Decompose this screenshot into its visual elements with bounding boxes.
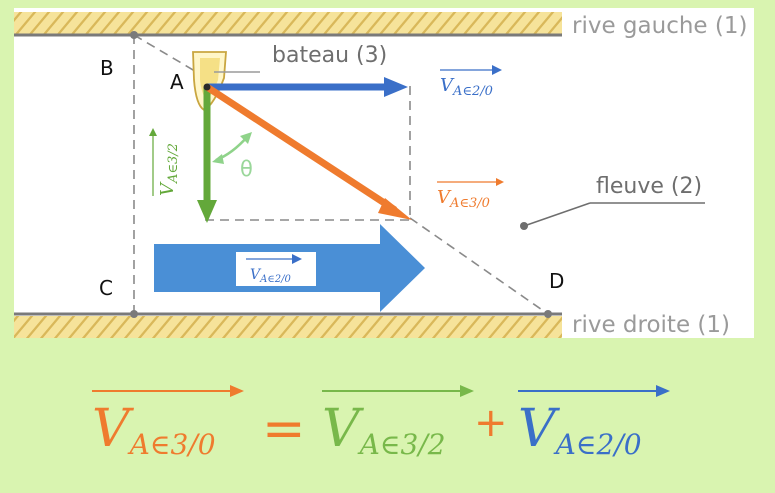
bateau-label: bateau (3) [272, 43, 387, 68]
bank-left-hatch [14, 12, 562, 34]
label-v-a30-symbol: V [437, 187, 452, 208]
eq-term1-symbol: V [322, 399, 364, 459]
theta-arrow-b [240, 132, 252, 144]
eq-equals: = [262, 399, 306, 459]
label-v-a32-subscript: A∈3/2 [166, 143, 181, 184]
vector-v-a32 [197, 87, 217, 223]
fleuve-dot [520, 222, 528, 230]
label-v-a30-subscript: A∈3/0 [449, 196, 490, 211]
svg-text:VA∈2/0: VA∈2/0 [440, 75, 493, 99]
eq-plus: + [474, 400, 508, 446]
point-c-dot [130, 310, 138, 318]
current-label-symbol: V [250, 267, 262, 283]
label-v-a30: VA∈3/0 [437, 178, 504, 211]
label-v-a20: VA∈2/0 [440, 65, 502, 99]
rive-droite-label: rive droite (1) [572, 312, 730, 338]
eq-term2-symbol: V [518, 399, 560, 459]
theta-arrow-a [212, 154, 224, 164]
svg-text:VA∈3/0: VA∈3/0 [437, 187, 490, 211]
label-v-a32-symbol: V [157, 181, 178, 196]
point-d-label: D [549, 269, 564, 293]
eq-lhs-subscript: A∈3/0 [127, 428, 216, 461]
point-b-label: B [100, 56, 114, 80]
equation: VA∈3/0 = VA∈3/2 + VA∈2/0 [92, 385, 670, 461]
svg-text:VA∈2/0: VA∈2/0 [250, 267, 291, 285]
eq-lhs-arrow [92, 385, 244, 397]
eq-term2-arrow [518, 385, 670, 397]
vector-v-a30 [205, 84, 412, 220]
svg-text:VA∈3/0: VA∈3/0 [92, 399, 216, 461]
label-v-a20-subscript: A∈2/0 [452, 84, 493, 99]
fleuve-label: fleuve (2) [596, 174, 702, 199]
eq-lhs-symbol: V [92, 399, 134, 459]
point-a-dot [203, 83, 211, 91]
point-b-dot [130, 31, 138, 39]
theta-label: θ [240, 157, 253, 181]
point-a-label: A [170, 70, 184, 94]
svg-text:VA∈3/2: VA∈3/2 [157, 143, 181, 196]
eq-term2-subscript: A∈2/0 [553, 428, 642, 461]
point-d-dot [544, 310, 552, 318]
svg-text:VA∈2/0: VA∈2/0 [518, 399, 642, 461]
label-v-a20-symbol: V [440, 75, 455, 96]
rive-gauche-label: rive gauche (1) [572, 13, 747, 39]
point-c-label: C [99, 276, 113, 300]
eq-term1-arrow [322, 385, 474, 397]
current-label-box [236, 252, 316, 286]
label-v-a32: VA∈3/2 [149, 128, 181, 196]
svg-text:VA∈3/2: VA∈3/2 [322, 399, 446, 461]
eq-term1-subscript: A∈3/2 [357, 428, 446, 461]
bank-right-hatch [14, 316, 562, 338]
current-label-subscript: A∈2/0 [259, 274, 291, 285]
vector-v-a20 [207, 77, 408, 97]
fleuve-leader [523, 202, 591, 227]
